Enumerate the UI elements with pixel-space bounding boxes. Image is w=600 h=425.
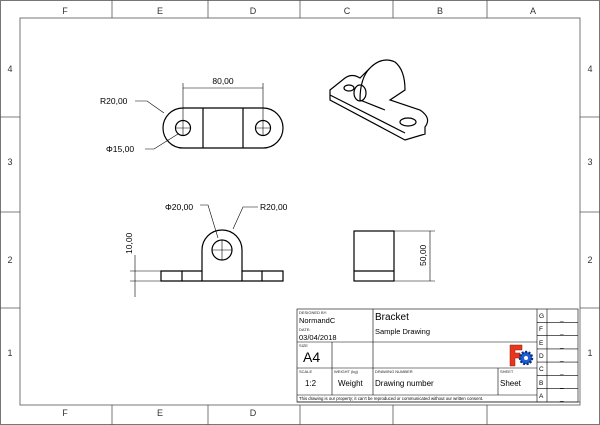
- title-block: [296, 308, 580, 403]
- svg-text:F: F: [539, 326, 543, 333]
- svg-text:D: D: [250, 408, 257, 418]
- svg-text:_: _: [559, 315, 564, 322]
- size: A4: [303, 349, 320, 365]
- designed-by: NormandC: [299, 316, 336, 325]
- scale: 1:2: [305, 379, 317, 388]
- svg-text:B: B: [539, 380, 543, 387]
- svg-text:_: _: [559, 382, 564, 389]
- drawing-number-label: DRAWING NUMBER: [375, 369, 413, 374]
- top-view[interactable]: [135, 83, 284, 150]
- svg-text:_: _: [559, 368, 564, 375]
- svg-text:B: B: [437, 6, 443, 16]
- weight: Weight: [338, 379, 364, 388]
- dimension-radius-top: R20,00: [100, 96, 128, 106]
- isometric-view[interactable]: [329, 59, 429, 141]
- dimension-width: 50,00: [418, 244, 428, 266]
- svg-text:A: A: [530, 6, 536, 16]
- svg-text:3: 3: [7, 157, 12, 167]
- drawing-title: Bracket: [375, 312, 409, 323]
- date: 03/04/2018: [299, 333, 337, 342]
- date-label: DATE:: [299, 327, 310, 332]
- sheet-label: SHEET: [500, 369, 514, 374]
- freecad-logo-icon: [509, 344, 534, 367]
- front-view[interactable]: [130, 204, 284, 297]
- svg-text:2: 2: [587, 255, 592, 265]
- svg-text:D: D: [539, 353, 544, 360]
- svg-text:E: E: [157, 408, 163, 418]
- svg-text:G: G: [539, 313, 544, 320]
- drawing-subtitle: Sample Drawing: [375, 327, 430, 336]
- svg-text:_: _: [559, 355, 564, 362]
- designed-by-label: DESIGNED BY:: [299, 310, 327, 315]
- svg-text:_: _: [559, 395, 564, 402]
- drawing-number: Drawing number: [375, 379, 434, 388]
- svg-text:4: 4: [587, 64, 592, 74]
- svg-text:2: 2: [7, 255, 12, 265]
- svg-text:E: E: [157, 6, 163, 16]
- svg-text:C: C: [539, 366, 544, 373]
- dimension-thickness: 10,00: [124, 232, 134, 254]
- svg-text:D: D: [250, 6, 257, 16]
- disclaimer: This drawing is our property; it can't b…: [299, 396, 483, 401]
- svg-text:1: 1: [7, 348, 12, 358]
- svg-text:1: 1: [587, 348, 592, 358]
- scale-label: SCALE: [299, 369, 312, 374]
- svg-text:F: F: [62, 6, 68, 16]
- svg-text:4: 4: [7, 64, 12, 74]
- svg-text:_: _: [559, 328, 564, 335]
- sheet: Sheet: [500, 379, 522, 388]
- dimension-hole-top: Φ15,00: [106, 144, 134, 154]
- svg-text:F: F: [62, 408, 68, 418]
- svg-text:E: E: [539, 340, 544, 347]
- size-label: SIZE: [299, 343, 308, 348]
- revision-table: G _ F _ E _ D _ C _ B _ A _: [539, 313, 564, 402]
- dimension-radius-front: R20,00: [260, 202, 288, 212]
- side-view[interactable]: [353, 230, 435, 282]
- dimension-length: 80,00: [212, 76, 234, 86]
- svg-text:_: _: [559, 342, 564, 349]
- zone-labels: F E D C B A F E D 4 3 2 1 4 3 2 1: [7, 6, 592, 418]
- dimension-hole-front: Φ20,00: [165, 202, 193, 212]
- svg-text:A: A: [539, 393, 544, 400]
- svg-text:C: C: [344, 6, 351, 16]
- weight-label: WEIGHT (kg): [334, 369, 359, 374]
- svg-text:3: 3: [587, 157, 592, 167]
